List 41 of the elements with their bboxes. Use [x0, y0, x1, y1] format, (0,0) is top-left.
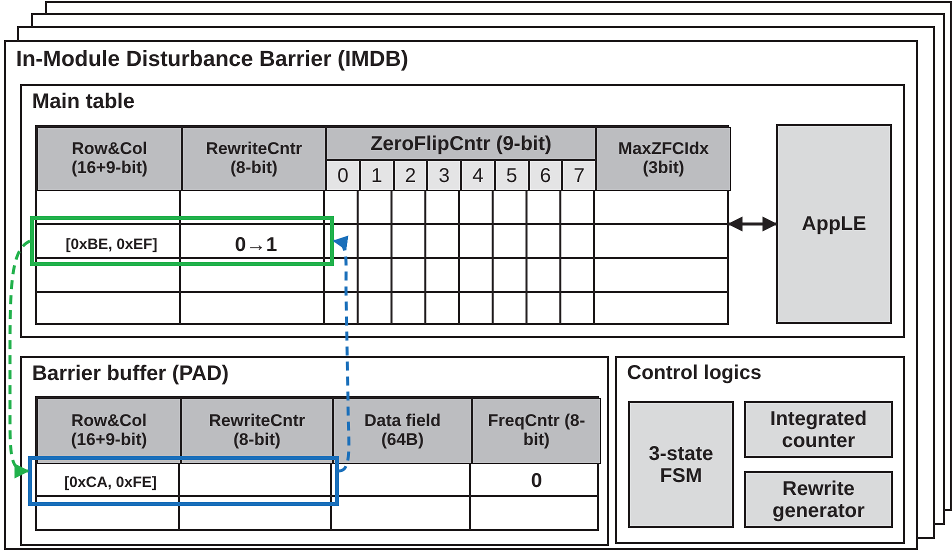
group-title: Control logics — [627, 362, 762, 385]
block-label: AppLE — [802, 213, 866, 235]
group-title: In-Module Disturbance Barrier (IMDB) — [16, 46, 408, 72]
bit-index-header: 0 — [326, 160, 360, 191]
bit-index-header: 5 — [494, 160, 528, 191]
column-header: FreqCntr (8-bit) — [472, 398, 601, 464]
table-value: 0 — [530, 469, 544, 494]
group-title: Main table — [32, 90, 135, 114]
block-label: Rewrite generator — [771, 478, 866, 522]
block-label: Integrated counter — [769, 408, 868, 452]
bit-index-header: 1 — [360, 160, 394, 191]
logic-block — [744, 401, 893, 458]
control-panel — [615, 356, 905, 544]
bit-index-header: 4 — [461, 160, 495, 191]
bit-index-header: 7 — [562, 160, 596, 191]
highlight-frame — [28, 456, 339, 506]
column-header: RewriteCntr (8-bit) — [182, 127, 326, 191]
arrow — [728, 216, 778, 232]
buffer-panel — [20, 356, 609, 546]
module-panel — [4, 40, 918, 550]
column-header: RewriteCntr (8-bit) — [181, 398, 333, 464]
bit-index-header: 6 — [528, 160, 562, 191]
highlight-frame — [30, 216, 334, 266]
row-key: [0xBE, 0xEF] — [39, 228, 184, 262]
bit-index-header: 2 — [394, 160, 428, 191]
column-header: Row&Col (16+9-bit) — [37, 127, 182, 191]
logic-block — [628, 401, 734, 528]
logic-block — [776, 124, 892, 324]
block-label: 3-state FSM — [648, 442, 714, 486]
bit-index-header: 3 — [427, 160, 461, 191]
arrow — [332, 236, 350, 472]
group-title: Barrier buffer (PAD) — [32, 362, 229, 386]
arrow — [8, 240, 31, 478]
column-header: Data field (64B) — [333, 398, 472, 464]
column-header: ZeroFlipCntr (9-bit) — [326, 127, 596, 160]
logic-block — [744, 471, 893, 528]
column-header: MaxZFCIdx (3bit) — [596, 127, 731, 191]
table-panel — [20, 84, 905, 338]
row-key: 0→1 — [184, 228, 328, 262]
column-header: Row&Col (16+9-bit) — [37, 398, 181, 464]
row-key: [0xCA, 0xFE] — [38, 466, 183, 500]
